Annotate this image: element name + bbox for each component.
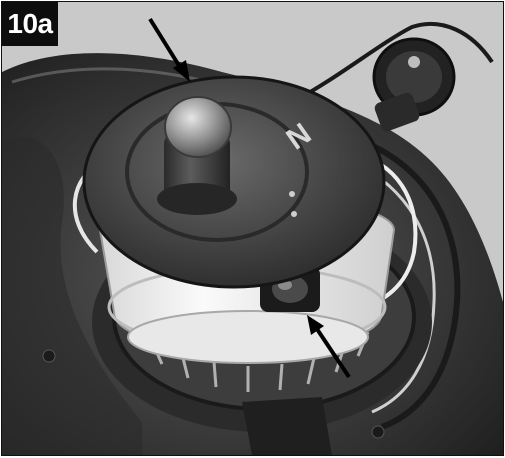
cap-dot bbox=[291, 211, 297, 217]
pointer-arrow-icon bbox=[148, 17, 190, 82]
center-knob bbox=[164, 96, 232, 158]
cap-dot bbox=[289, 191, 295, 197]
top-guide-arm bbox=[291, 21, 494, 104]
deck-shadow bbox=[2, 136, 142, 455]
edge-guard-wire bbox=[331, 129, 461, 430]
guard-wheel bbox=[372, 37, 456, 132]
center-shaft-base bbox=[157, 183, 237, 215]
bottom-bracket bbox=[242, 397, 332, 455]
spool-cap bbox=[82, 75, 386, 289]
figure-label: 10a bbox=[2, 2, 58, 46]
pointer-arrow-icon bbox=[307, 315, 351, 379]
spool-lower-ring bbox=[127, 310, 369, 364]
screw bbox=[42, 349, 56, 363]
screw bbox=[371, 425, 385, 439]
